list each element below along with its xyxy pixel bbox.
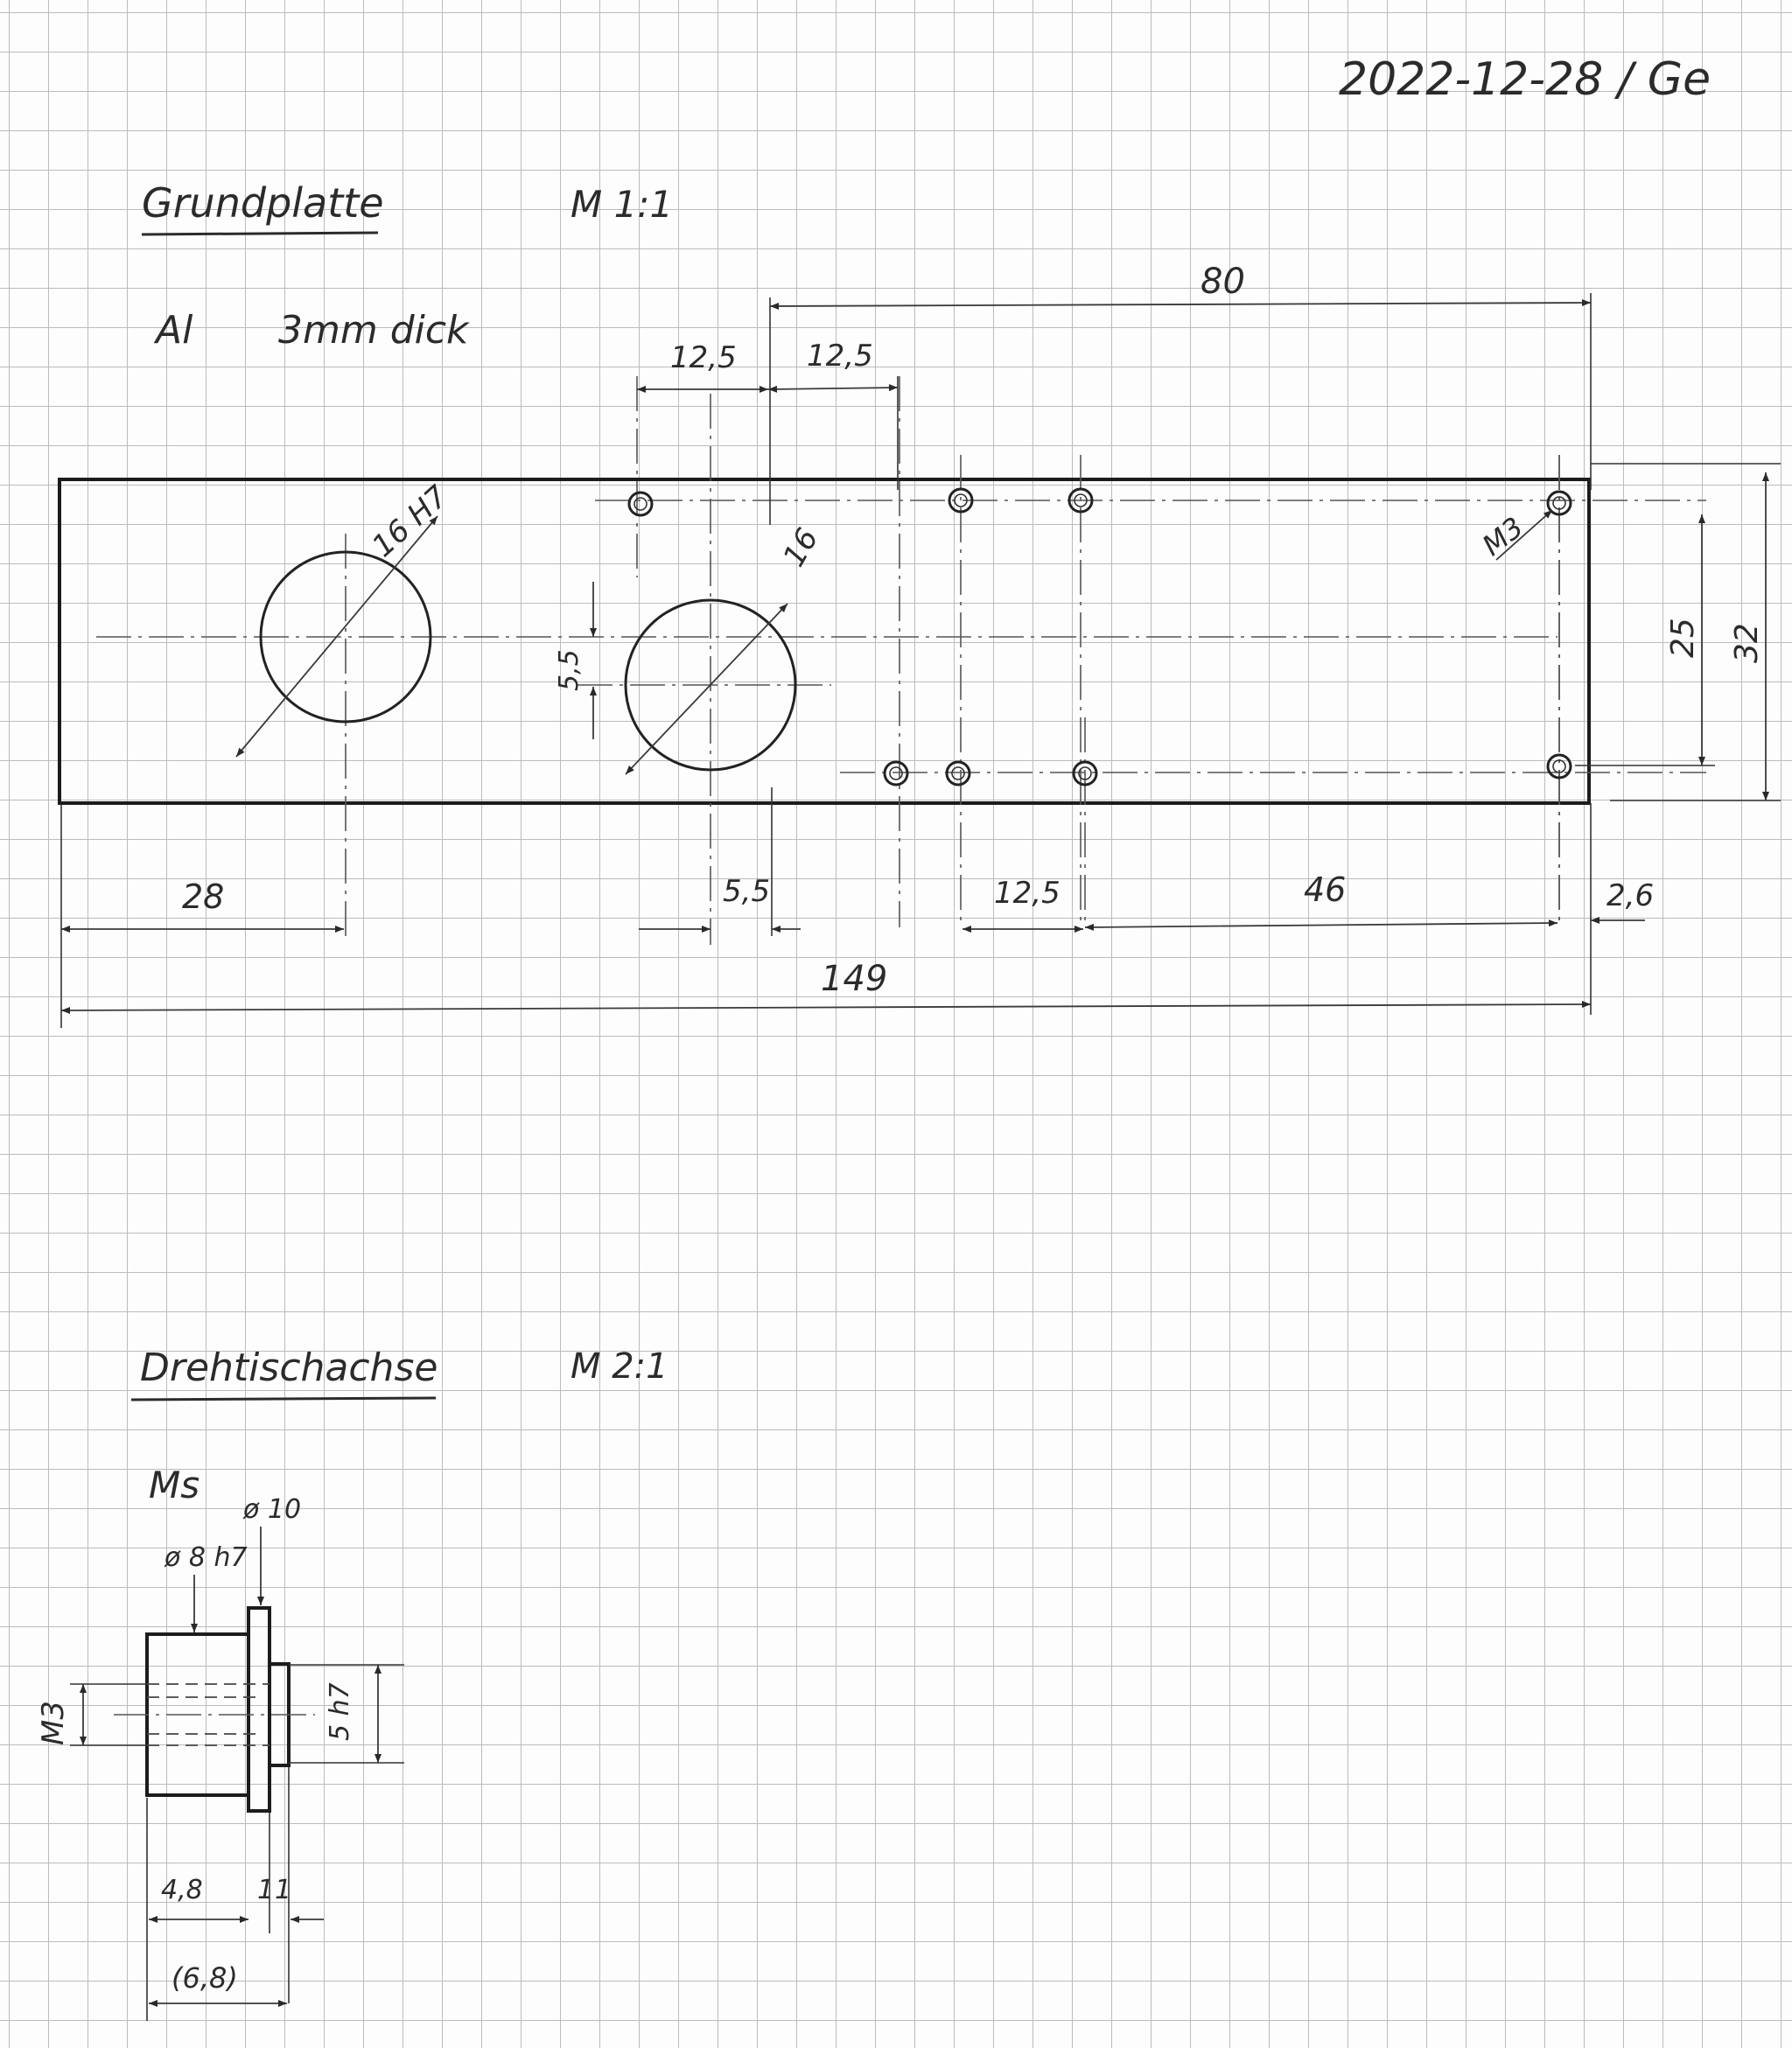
- dim-12-5-right: 12,5: [807, 339, 873, 374]
- dim-32: 32: [1729, 623, 1765, 663]
- hole-bottom-1: [883, 760, 909, 786]
- part2-scale: M 2:1: [570, 1346, 668, 1387]
- dim-line-12-5-right: [767, 384, 899, 393]
- dim-6-8: (6,8): [172, 1961, 238, 1995]
- part2-title-underline: [130, 1396, 437, 1401]
- hole-top-3-inner: [1074, 493, 1088, 507]
- dim-stub: 1: [275, 1875, 291, 1905]
- hole-top-4-inner: [1552, 496, 1566, 510]
- hole-top-1: [627, 491, 654, 517]
- dim-25: 25: [1665, 618, 1701, 658]
- leader-16: [625, 603, 788, 775]
- part1-title: Grundplatte: [142, 179, 384, 227]
- dim-m3-plate: M3: [1476, 510, 1530, 562]
- hole-bottom-3: [1072, 760, 1098, 786]
- hole-bottom-2: [945, 760, 971, 786]
- dim-28: 28: [182, 877, 224, 916]
- dim-m3-shaft: M3: [36, 1701, 71, 1745]
- dim-line-149: [60, 1001, 1592, 1014]
- part2-title: Drehtischachse: [140, 1346, 438, 1390]
- dim-4-8: 4,8: [161, 1875, 203, 1905]
- hole-top-1-inner: [634, 497, 648, 511]
- base-plate-outline: [58, 478, 1591, 805]
- dim-line-80: [769, 299, 1592, 310]
- dim-dia-8h7: ø 8 h7: [164, 1542, 248, 1573]
- dim-16h7: 16 H7: [366, 479, 455, 564]
- part1-title-underline: [141, 231, 379, 236]
- dim-dia-10: ø 10: [242, 1494, 301, 1525]
- dim-line-46: [1084, 919, 1558, 931]
- dim-16: 16: [776, 522, 825, 572]
- hole-bottom-2-inner: [951, 766, 965, 780]
- dim-149: 149: [821, 959, 887, 999]
- dim-12-5-left: 12,5: [670, 340, 737, 375]
- date-signature: 2022-12-28 / Ge: [1339, 53, 1711, 106]
- part2-material: Ms: [149, 1464, 200, 1506]
- hole-top-2: [948, 487, 974, 514]
- hole-bottom-4: [1546, 753, 1572, 779]
- dim-5-5-bottom: 5,5: [723, 874, 770, 909]
- dim-46: 46: [1304, 870, 1346, 909]
- hole-bottom-4-inner: [1552, 759, 1566, 773]
- dim-5h7: 5 h7: [325, 1682, 355, 1741]
- hole-top-2-inner: [954, 493, 968, 507]
- dim-12-5-bottom: 12,5: [994, 876, 1060, 911]
- part1-material: Al: [153, 308, 193, 353]
- leader-m3: [1495, 509, 1553, 561]
- hole-bottom-1-inner: [889, 766, 903, 780]
- dim-5-5-vertical: 5,5: [554, 649, 584, 691]
- hole-top-4: [1546, 490, 1572, 516]
- shaft-collar: [247, 1606, 271, 1813]
- dim-collar: 1: [257, 1875, 274, 1905]
- dim-2-6: 2,6: [1606, 878, 1654, 913]
- hole-top-3: [1068, 487, 1094, 514]
- part1-scale: M 1:1: [570, 183, 673, 226]
- m3-holes: [627, 487, 1572, 786]
- dim-80: 80: [1200, 262, 1245, 302]
- hole-bottom-3-inner: [1078, 766, 1092, 780]
- part1-thickness: 3mm dick: [278, 308, 470, 353]
- leader-16h7: [235, 515, 438, 758]
